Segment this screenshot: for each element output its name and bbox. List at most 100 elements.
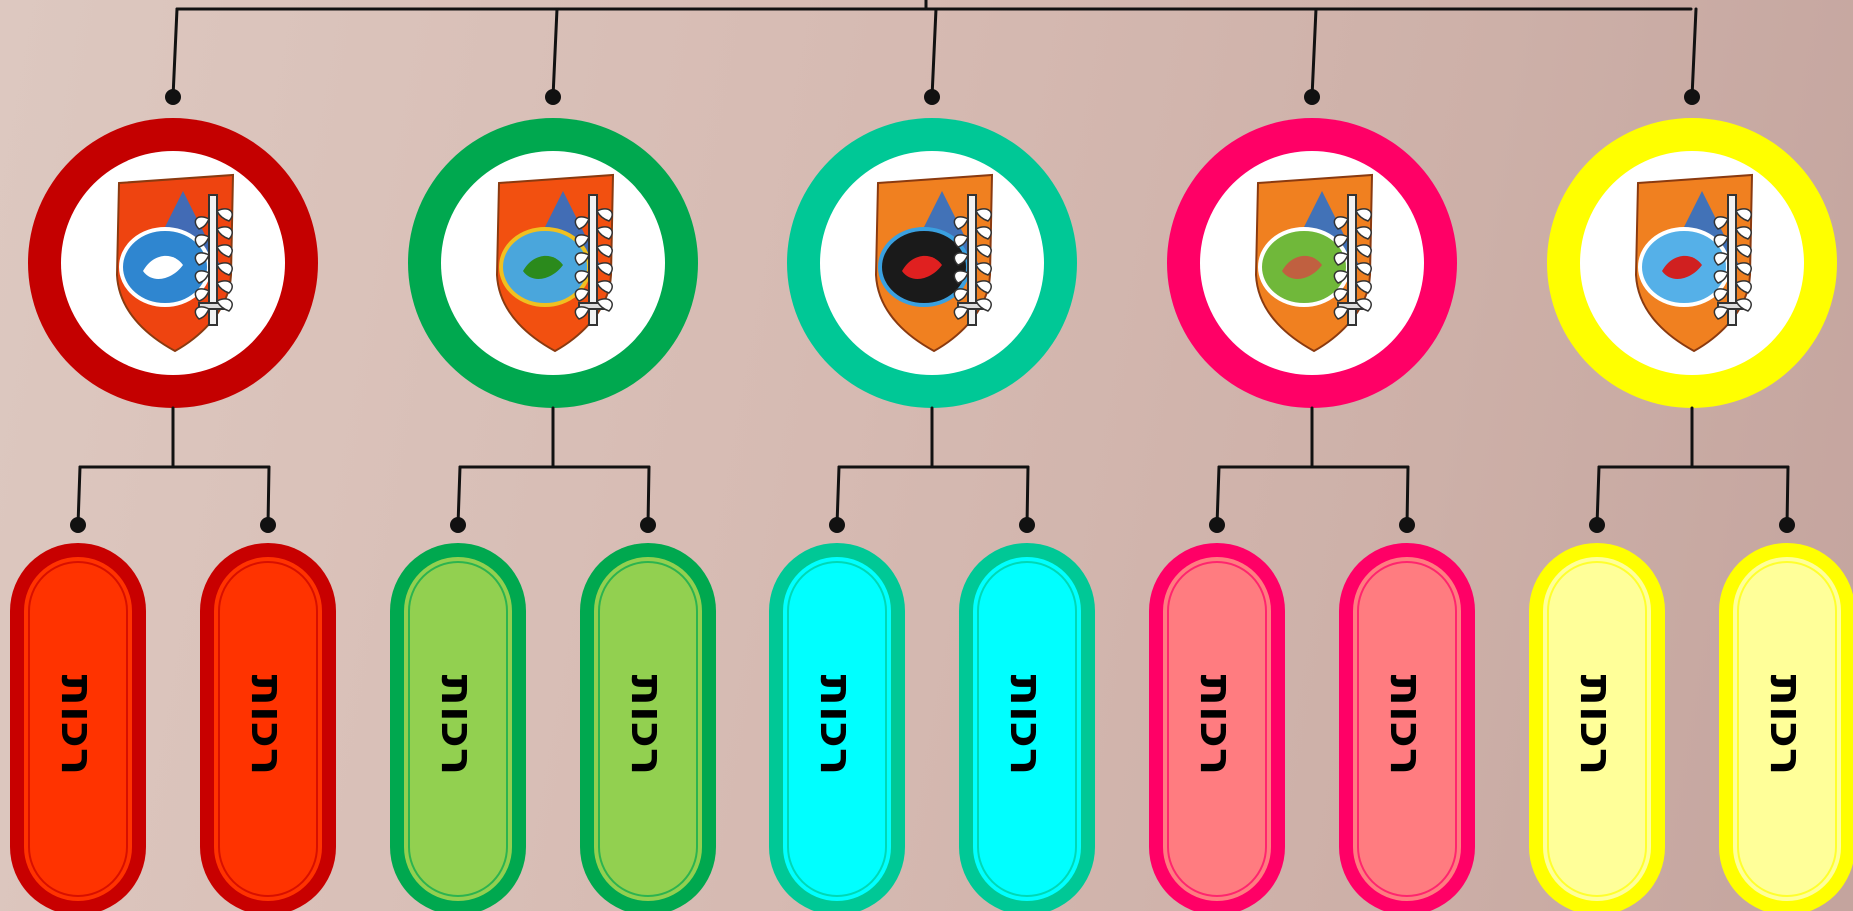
role-pill[interactable]: רכות: [1149, 543, 1285, 911]
pill-inner-border: [408, 561, 508, 897]
leaf-shape: [1734, 226, 1752, 240]
leaf-shape: [215, 280, 233, 294]
sub-drop-line: [1215, 465, 1221, 527]
drop-line: [171, 7, 179, 99]
sword-blade: [588, 194, 598, 326]
drop-line: [930, 7, 938, 99]
connector-dot: [165, 89, 181, 105]
pill-inner: [973, 557, 1081, 901]
connector-dot: [1589, 517, 1605, 533]
sub-drop-line: [266, 465, 271, 527]
sub-drop-line: [456, 465, 462, 527]
leaf-shape: [215, 226, 233, 240]
leaf-shape: [194, 288, 211, 302]
pill-label: רכות: [1760, 675, 1814, 776]
emblem-glyph: [1282, 255, 1322, 279]
leaf-shape: [953, 216, 970, 230]
leaf-shape: [1354, 262, 1372, 276]
leaf-shape: [215, 298, 233, 312]
leaf-shape: [194, 234, 211, 248]
pill-label: רכות: [1000, 675, 1054, 776]
role-pill[interactable]: רכות: [580, 543, 716, 911]
unit-3: רכות רכות: [769, 118, 1095, 911]
dragon-emblem-icon: [874, 173, 994, 353]
leaf-shape: [1713, 252, 1730, 266]
sub-drop-line: [1595, 465, 1601, 527]
role-pill[interactable]: רכות: [200, 543, 336, 911]
pill-inner: [1543, 557, 1651, 901]
leaf-shape: [1713, 306, 1730, 320]
leaf-shape: [974, 244, 992, 258]
leaf-shape: [1734, 280, 1752, 294]
leaf-shape: [974, 208, 992, 222]
connector-dot: [450, 517, 466, 533]
role-pill[interactable]: רכות: [769, 543, 905, 911]
sword-blade: [1347, 194, 1357, 326]
drop-line: [551, 7, 559, 99]
leaf-shape: [1734, 262, 1752, 276]
connector-dot: [70, 517, 86, 533]
role-pill[interactable]: רכות: [959, 543, 1095, 911]
leaf-shape: [953, 252, 970, 266]
pill-label: רכות: [1380, 675, 1434, 776]
unit-5: רכות רכות: [1529, 118, 1853, 911]
pill-inner-border: [598, 561, 698, 897]
leaf-shape: [595, 298, 613, 312]
pill-inner: [1733, 557, 1841, 901]
pill-label: רכות: [1570, 675, 1624, 776]
leaf-shape: [1713, 234, 1730, 248]
leaf-shape: [194, 306, 211, 320]
pill-inner: [1163, 557, 1271, 901]
leaf-shape: [574, 216, 591, 230]
sword-branch-icon: [1333, 194, 1372, 326]
leaf-shape: [974, 298, 992, 312]
pill-inner-border: [1167, 561, 1267, 897]
connector-dot: [545, 89, 561, 105]
sword-branch-icon: [953, 194, 992, 326]
pill-label: רכות: [1190, 675, 1244, 776]
role-pill[interactable]: רכות: [1529, 543, 1665, 911]
leaf-shape: [1354, 226, 1372, 240]
role-pill[interactable]: רכות: [1339, 543, 1475, 911]
leaf-shape: [215, 244, 233, 258]
sword-blade: [967, 194, 977, 326]
deer-emblem-icon: [115, 173, 235, 353]
leaf-shape: [574, 270, 591, 284]
connector-dot: [1399, 517, 1415, 533]
pill-inner-border: [977, 561, 1077, 897]
leaf-shape: [1734, 298, 1752, 312]
pill-inner: [404, 557, 512, 901]
role-pill[interactable]: רכות: [390, 543, 526, 911]
leaf-shape: [1713, 216, 1730, 230]
leaf-shape: [574, 306, 591, 320]
pill-label: רכות: [621, 675, 675, 776]
unit-4: רכות רכות: [1149, 118, 1475, 911]
drop-line: [1310, 7, 1318, 99]
sword-blade: [1727, 194, 1737, 326]
sub-drop-line: [646, 465, 651, 527]
role-pill[interactable]: רכות: [10, 543, 146, 911]
pill-inner: [594, 557, 702, 901]
role-pill[interactable]: רכות: [1719, 543, 1853, 911]
leaf-shape: [194, 270, 211, 284]
connector-dot: [1304, 89, 1320, 105]
connector-dot: [1209, 517, 1225, 533]
leaf-shape: [974, 262, 992, 276]
leaf-shape: [194, 252, 211, 266]
pill-label: רכות: [431, 675, 485, 776]
leaf-shape: [1333, 252, 1350, 266]
sub-drop-line: [1405, 465, 1410, 527]
leaf-shape: [1734, 244, 1752, 258]
pill-inner-border: [28, 561, 128, 897]
sword-branch-icon: [574, 194, 613, 326]
pill-inner: [214, 557, 322, 901]
leaf-shape: [1354, 298, 1372, 312]
leaf-shape: [1713, 288, 1730, 302]
leaf-shape: [574, 288, 591, 302]
leaf-shape: [1333, 270, 1350, 284]
pill-inner: [783, 557, 891, 901]
tower-emblem-icon: [1634, 173, 1754, 353]
unit-2: רכות רכות: [390, 118, 716, 911]
connector-dot: [1779, 517, 1795, 533]
